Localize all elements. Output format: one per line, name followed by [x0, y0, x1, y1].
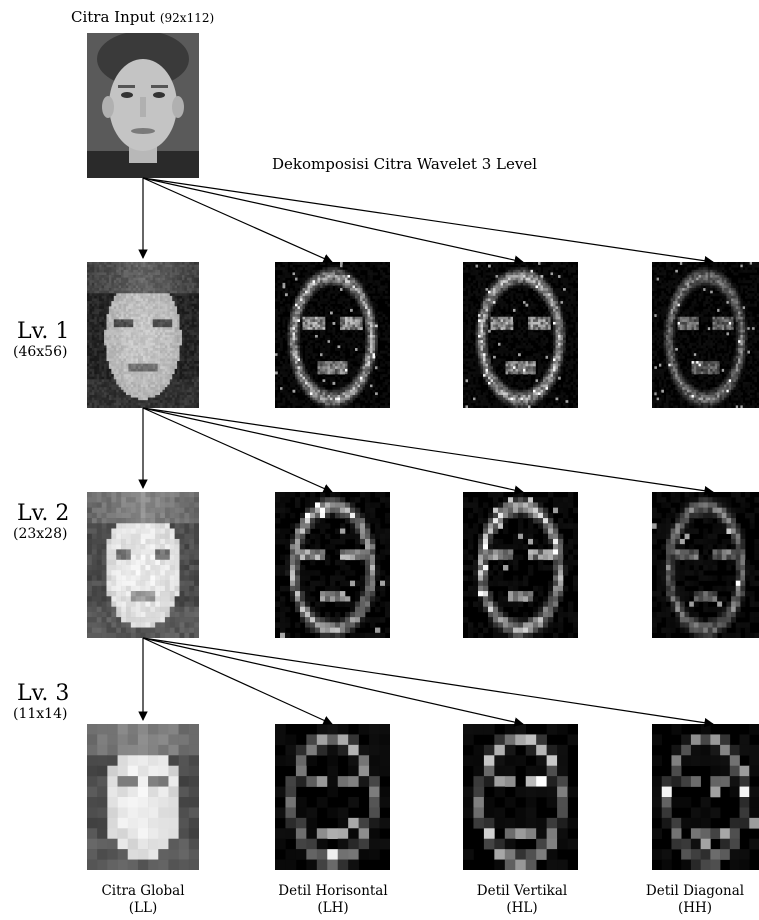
arrow-l2-to-l3-hh	[142, 637, 714, 728]
level-3-size: (11x14)	[13, 706, 68, 722]
column-hl-name: Detil Vertikal	[476, 883, 568, 899]
input-image	[87, 33, 199, 178]
diagram-title: Dekomposisi Citra Wavelet 3 Level	[272, 155, 537, 173]
subband-pixels	[652, 492, 759, 638]
level-2-hh-image	[652, 492, 759, 638]
column-ll-code: (LL)	[128, 900, 158, 916]
column-hh-code: (HH)	[677, 900, 713, 916]
column-label-hl: Detil Vertikal (HL)	[447, 883, 597, 917]
arrow-l1-to-l2-lh	[142, 407, 333, 493]
column-label-lh: Detil Horisontal (LH)	[258, 883, 408, 917]
level-1-size: (46x56)	[13, 344, 68, 360]
arrow-input-to-l1-hl	[142, 177, 524, 265]
level-2-hl-image	[463, 492, 578, 638]
level-2-size: (23x28)	[13, 526, 68, 542]
arrow-l1-to-l2-hl	[142, 407, 524, 495]
level-1-name: Lv. 1	[17, 319, 70, 344]
level-2-label: Lv. 2 (23x28)	[13, 501, 70, 543]
column-ll-name: Citra Global	[101, 883, 185, 899]
subband-pixels	[275, 262, 390, 408]
level-1-hh-image	[652, 262, 759, 408]
arrow-input-to-l1-hh	[142, 177, 714, 266]
level-3-name: Lv. 3	[17, 681, 70, 706]
column-label-hh: Detil Diagonal (HH)	[620, 883, 759, 917]
level-3-lh-image	[275, 724, 390, 870]
arrow-l1-to-l2-hh	[142, 407, 714, 496]
level-3-hl-image	[463, 724, 578, 870]
input-image-size: (92x112)	[159, 11, 215, 25]
level-3-ll-image	[87, 724, 199, 870]
level-1-ll-image	[87, 262, 199, 408]
column-label-ll: Citra Global (LL)	[68, 883, 218, 917]
subband-pixels	[87, 492, 199, 638]
subband-pixels	[463, 492, 578, 638]
arrow-input-to-l1-lh	[142, 177, 333, 263]
column-hl-code: (HL)	[506, 900, 538, 916]
level-2-name: Lv. 2	[17, 501, 70, 526]
arrow-l2-to-l3-lh	[142, 637, 333, 725]
subband-pixels	[275, 492, 390, 638]
column-lh-name: Detil Horisontal	[278, 883, 388, 899]
level-3-label: Lv. 3 (11x14)	[13, 681, 70, 723]
column-hh-name: Detil Diagonal	[645, 883, 745, 899]
input-image-title: Citra Input (92x112)	[71, 8, 214, 26]
input-image-title-text: Citra Input	[71, 8, 156, 26]
level-1-lh-image	[275, 262, 390, 408]
input-face-graphic	[87, 33, 199, 178]
level-1-label: Lv. 1 (46x56)	[13, 319, 70, 361]
level-3-hh-image	[652, 724, 759, 870]
column-lh-code: (LH)	[317, 900, 349, 916]
subband-pixels	[463, 724, 578, 870]
subband-pixels	[275, 724, 390, 870]
subband-pixels	[652, 262, 759, 408]
subband-pixels	[87, 262, 199, 408]
level-1-hl-image	[463, 262, 578, 408]
level-2-ll-image	[87, 492, 199, 638]
subband-pixels	[87, 724, 199, 870]
arrow-l2-to-l3-hl	[142, 637, 524, 727]
level-2-lh-image	[275, 492, 390, 638]
subband-pixels	[463, 262, 578, 408]
subband-pixels	[652, 724, 759, 870]
